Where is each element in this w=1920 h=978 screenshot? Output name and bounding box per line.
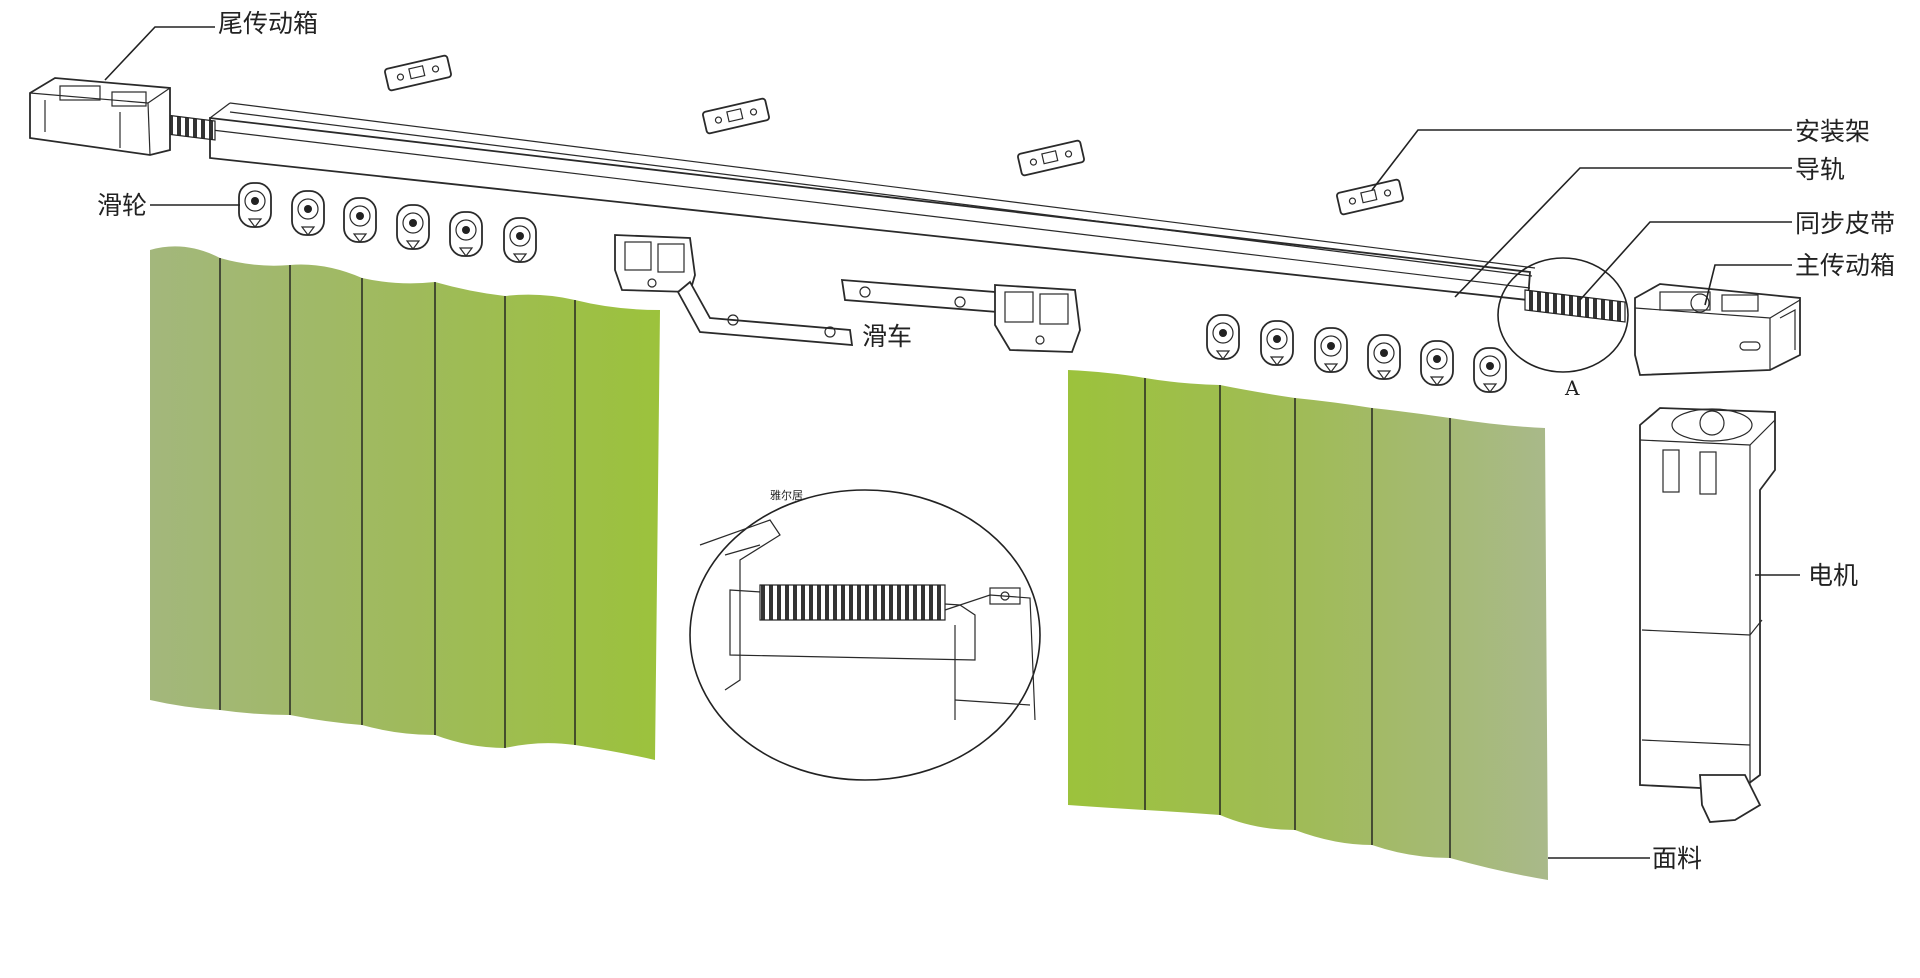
rail bbox=[209, 102, 1536, 301]
pulley bbox=[1367, 334, 1401, 380]
label-carriage: 滑车 bbox=[862, 322, 912, 351]
pulley bbox=[449, 211, 483, 257]
label-tail-drive-box: 尾传动箱 bbox=[218, 9, 318, 38]
pulley bbox=[238, 182, 272, 228]
watermark-text: 雅尔居 bbox=[770, 488, 803, 502]
label-callout-a: A bbox=[1564, 376, 1580, 400]
pulley bbox=[1314, 327, 1348, 373]
tail-drive-box bbox=[29, 77, 171, 156]
pulleys-left bbox=[238, 182, 537, 263]
mounting-bracket bbox=[1336, 178, 1404, 216]
label-pulley: 滑轮 bbox=[97, 191, 147, 220]
mounting-bracket bbox=[702, 97, 770, 135]
main-drive-box bbox=[1634, 283, 1801, 376]
motor bbox=[1639, 407, 1776, 823]
labels: 尾传动箱 滑轮 安装架 导轨 同步皮带 主传动箱 滑车 A 电机 面料 bbox=[97, 9, 1895, 873]
carriage-right bbox=[840, 279, 1081, 353]
pulleys-right bbox=[1206, 314, 1507, 393]
carriage-left bbox=[614, 234, 854, 346]
pulley bbox=[503, 217, 537, 263]
pulley bbox=[291, 190, 325, 236]
mounting-brackets bbox=[384, 54, 1404, 216]
pulley bbox=[343, 197, 377, 243]
right-curtain-fabric bbox=[1068, 370, 1548, 880]
label-motor: 电机 bbox=[1808, 561, 1858, 590]
right-curtain-folds bbox=[1144, 378, 1451, 858]
pulley bbox=[1260, 320, 1294, 366]
label-rail: 导轨 bbox=[1795, 155, 1845, 184]
pulley bbox=[1206, 314, 1240, 360]
leader-lines bbox=[104, 26, 1800, 859]
timing-belt-right bbox=[1524, 289, 1626, 323]
label-main-drive-box: 主传动箱 bbox=[1795, 251, 1895, 280]
left-curtain-fabric bbox=[150, 246, 660, 760]
pulley bbox=[396, 204, 430, 250]
left-curtain-folds bbox=[219, 258, 576, 748]
mounting-bracket bbox=[1017, 139, 1085, 177]
pulley bbox=[1473, 347, 1507, 393]
zoom-detail: 雅尔居 bbox=[689, 488, 1041, 781]
label-fabric: 面料 bbox=[1652, 844, 1702, 873]
pulley bbox=[1420, 340, 1454, 386]
callout-circle-a bbox=[1497, 257, 1629, 373]
label-timing-belt: 同步皮带 bbox=[1795, 209, 1895, 238]
label-mounting-bracket: 安装架 bbox=[1795, 117, 1870, 146]
mounting-bracket bbox=[384, 54, 452, 92]
